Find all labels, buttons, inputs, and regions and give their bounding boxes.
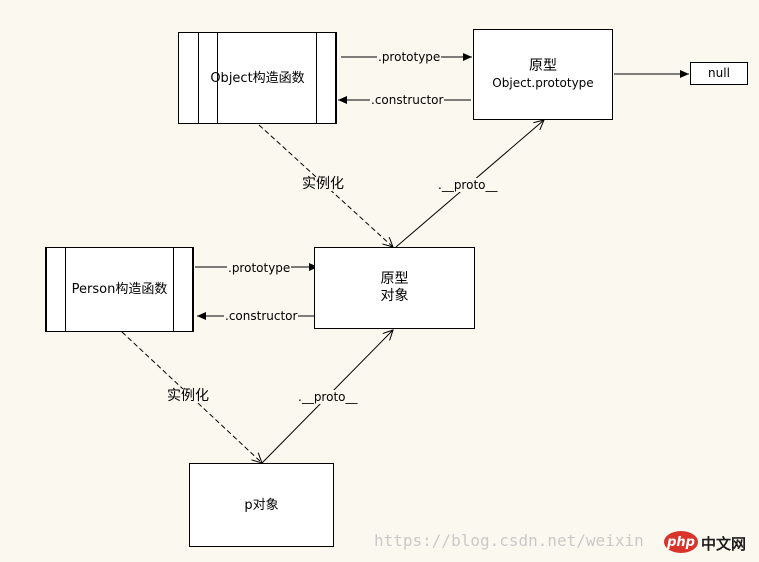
edge-label-obj-prototype: .prototype (377, 50, 442, 64)
person-prototype-node: 原型 对象 (314, 247, 475, 329)
object-constructor-node: Object构造函数 (178, 32, 337, 124)
p-object-label: p对象 (244, 497, 279, 513)
null-node: null (690, 62, 748, 85)
object-constructor-label: Object构造函数 (210, 70, 305, 86)
watermark-url: https://blog.csdn.net/weixin (374, 531, 644, 550)
function-bar-left (198, 33, 218, 123)
function-bar-right (173, 248, 193, 331)
person-prototype-title: 原型 (380, 271, 409, 287)
edge-label-instantiate-lower: 实例化 (166, 388, 210, 404)
edge-label-obj-constructor: .constructor (370, 93, 445, 107)
php-site-name: 中文网 (701, 535, 747, 553)
function-bar-right (316, 33, 336, 123)
object-prototype-subtitle: Object.prototype (492, 75, 594, 90)
edge-label-person-constructor: .constructor (224, 309, 299, 323)
edge-label-person-prototype: .prototype (227, 261, 292, 275)
edge-label-instantiate-upper: 实例化 (301, 176, 345, 192)
edge-label-proto-upper: .__proto__ (437, 178, 499, 192)
php-logo-text: php (667, 534, 695, 550)
edge-label-proto-lower: .__proto__ (297, 390, 359, 404)
php-logo-icon: php (664, 531, 698, 553)
function-bar-left (46, 248, 66, 331)
p-object-node: p对象 (189, 463, 334, 547)
person-constructor-label: Person构造函数 (71, 282, 168, 297)
person-prototype-subtitle: 对象 (380, 288, 409, 304)
person-constructor-node: Person构造函数 (45, 247, 194, 332)
object-prototype-node: 原型 Object.prototype (473, 29, 613, 120)
object-prototype-title: 原型 (529, 57, 557, 74)
null-label: null (708, 66, 730, 80)
